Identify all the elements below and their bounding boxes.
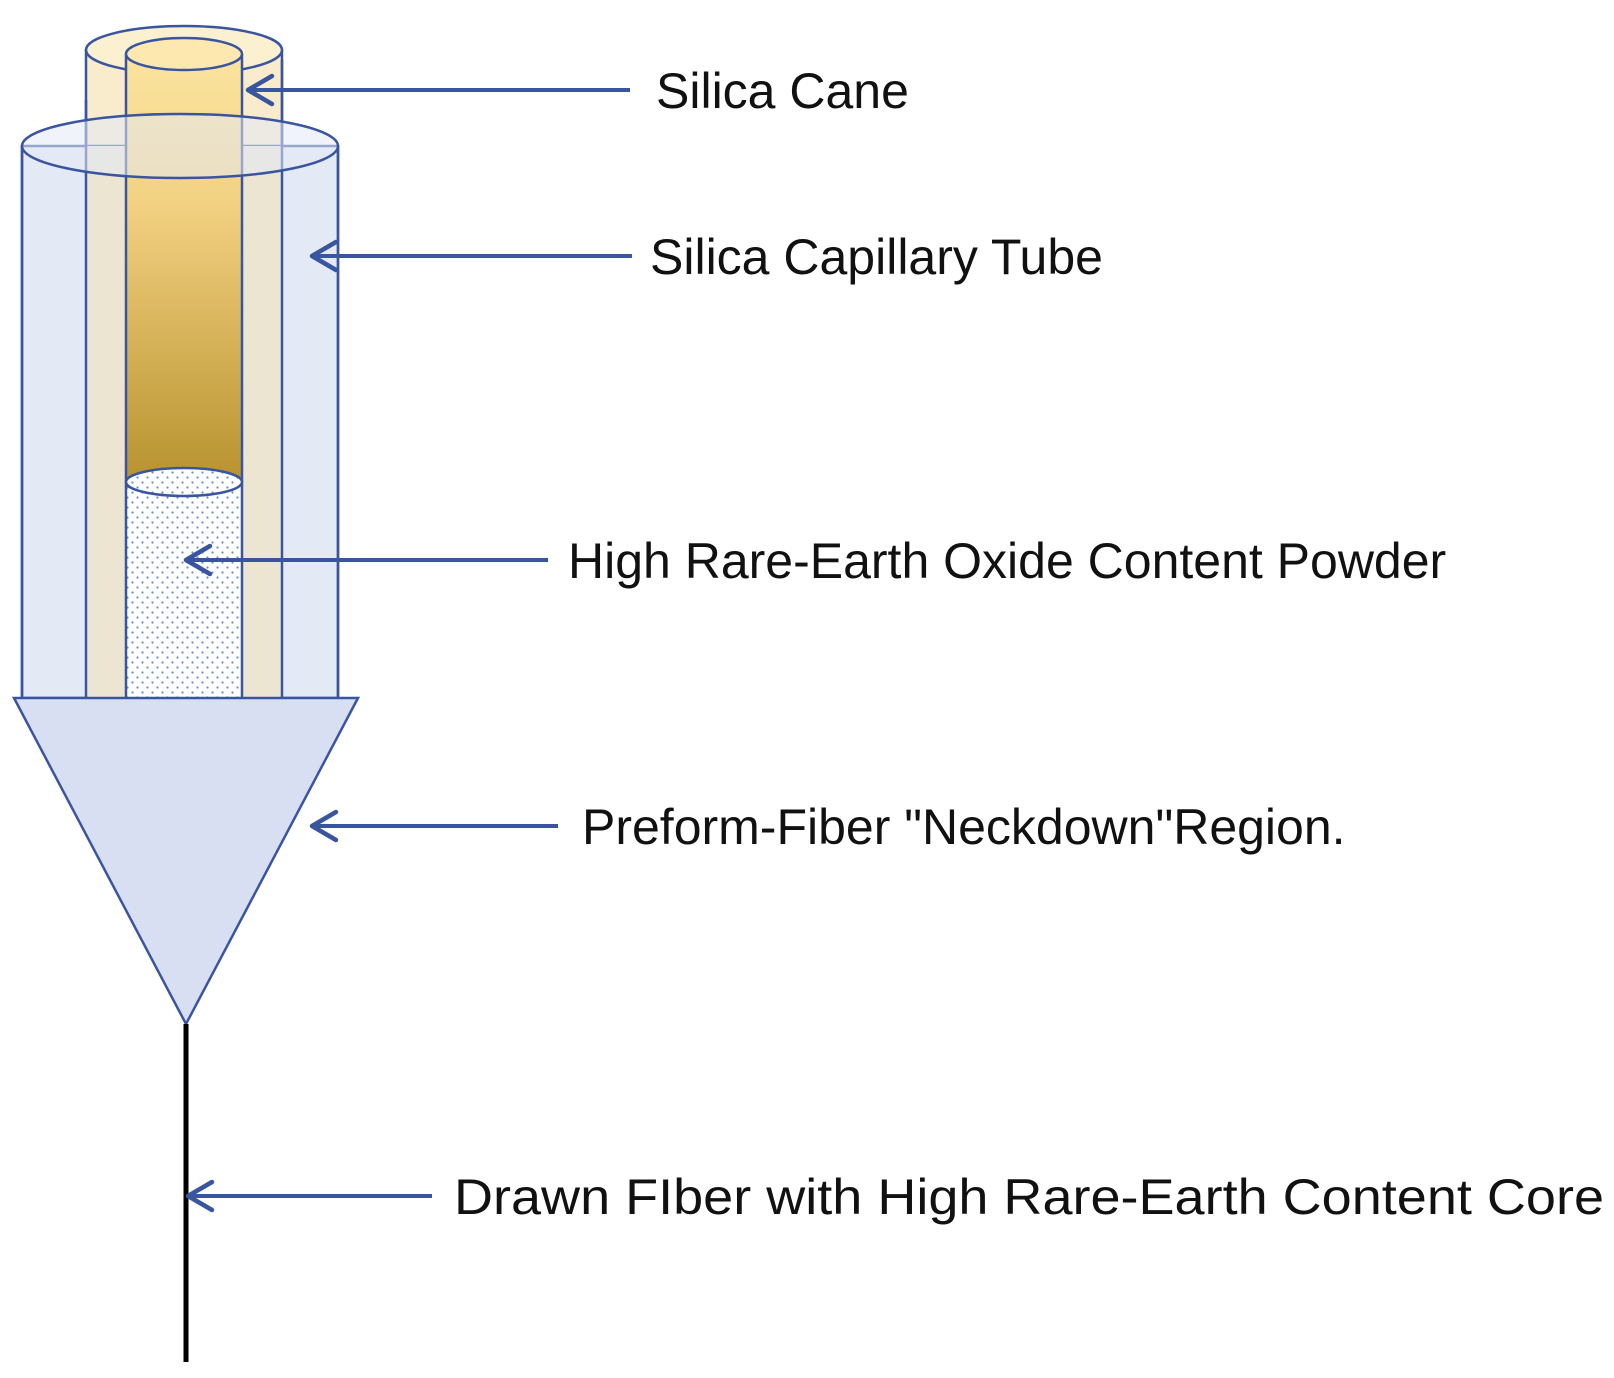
arrow-drawn-fiber: [185, 1179, 432, 1213]
arrow-neckdown: [309, 809, 558, 843]
silica-cane: [124, 36, 244, 482]
label-silica-cane: Silica Cane: [656, 63, 909, 119]
label-capillary-tube: Silica Capillary Tube: [650, 229, 1103, 285]
rare-earth-powder: [124, 466, 244, 698]
capillary-tube-top: [20, 112, 340, 698]
label-powder: High Rare-Earth Oxide Content Powder: [568, 533, 1446, 589]
neckdown-region: [11, 696, 361, 1027]
arrow-powder: [183, 543, 548, 577]
label-drawn-fiber: Drawn FIber with High Rare-Earth Content…: [454, 1169, 1604, 1225]
arrow-silica-cane: [245, 73, 630, 107]
arrow-capillary-tube: [309, 239, 632, 273]
label-neckdown: Preform-Fiber "Neckdown"Region.: [582, 799, 1346, 855]
